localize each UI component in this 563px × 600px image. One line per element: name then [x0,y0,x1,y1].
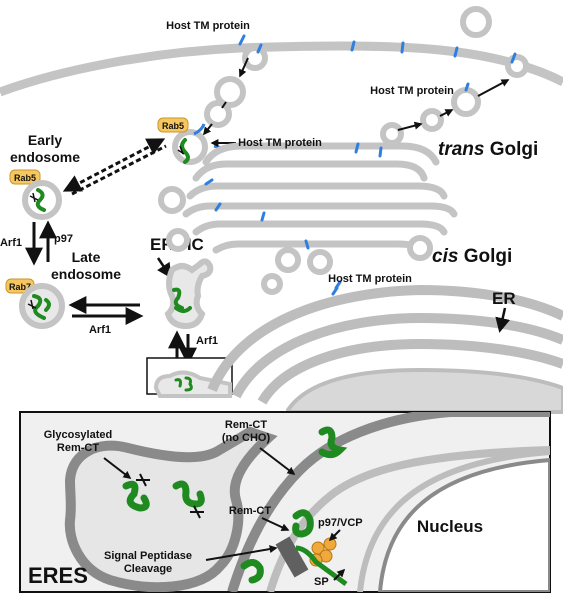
sp-label: SP [314,576,329,588]
p97-vcp-label: p97/VCP [318,517,363,529]
endocytic-vesicle [204,100,232,128]
late-endosome-label-1: Late [72,249,101,265]
plasma-membrane [0,41,563,97]
signal-peptidase-label-1: Signal Peptidase [104,550,192,562]
golgi-stack [182,142,458,254]
endocytic-vesicle-rem [172,129,208,165]
host-tm-label-top: Host TM protein [166,20,250,32]
signal-peptidase-label-2: Cleavage [124,563,172,575]
cis-golgi-label: cis Golgi [432,246,512,267]
arf1-left-label: Arf1 [0,237,22,249]
rab5-badge-top [157,117,189,133]
nucleus-label: Nucleus [417,517,483,536]
rab5-label-top: Rab5 [162,121,184,131]
endocytic-vesicle [214,76,246,108]
membrane-pit [505,54,529,78]
rab7-label: Rab7 [9,282,31,292]
dashed-transport-arrow [62,138,166,192]
rem-ct-no-cho-label-2: (no CHO) [222,432,271,444]
nuclear-envelope [286,367,563,414]
glycosylated-label-1: Glycosylated [44,429,112,441]
rem-ct-no-cho-label-1: Rem-CT [225,419,267,431]
rab5-badge-left [9,169,41,185]
early-endosome-label-2: endosome [10,149,80,165]
late-endosome [19,283,65,329]
early-endosome-label-1: Early [28,132,62,148]
golgi-vesicles [158,87,481,295]
rab5-label-left: Rab5 [14,173,36,183]
host-tm-label-right: Host TM protein [370,85,454,97]
rem-ct-label: Rem-CT [229,505,271,517]
glycosylated-label-2: Rem-CT [57,442,99,454]
arf1-ergic-label: Arf1 [196,335,218,347]
tm-proteins-membrane [238,34,517,64]
ergic-compartment [164,258,214,330]
membrane-pit [242,45,268,71]
p97-left-label: p97 [54,233,73,245]
er-sheets [207,284,563,405]
er-label: ER [492,289,516,308]
host-tm-label-vesicle: Host TM protein [238,137,322,149]
late-endosome-label-2: endosome [51,266,121,282]
extracellular-vesicle [460,6,492,38]
arf1-bottom-label: Arf1 [89,324,111,336]
host-tm-label-er: Host TM protein [328,273,412,285]
eres-inset [19,411,551,593]
eres-label: ERES [28,563,88,588]
trans-golgi-label: trans Golgi [438,139,538,160]
